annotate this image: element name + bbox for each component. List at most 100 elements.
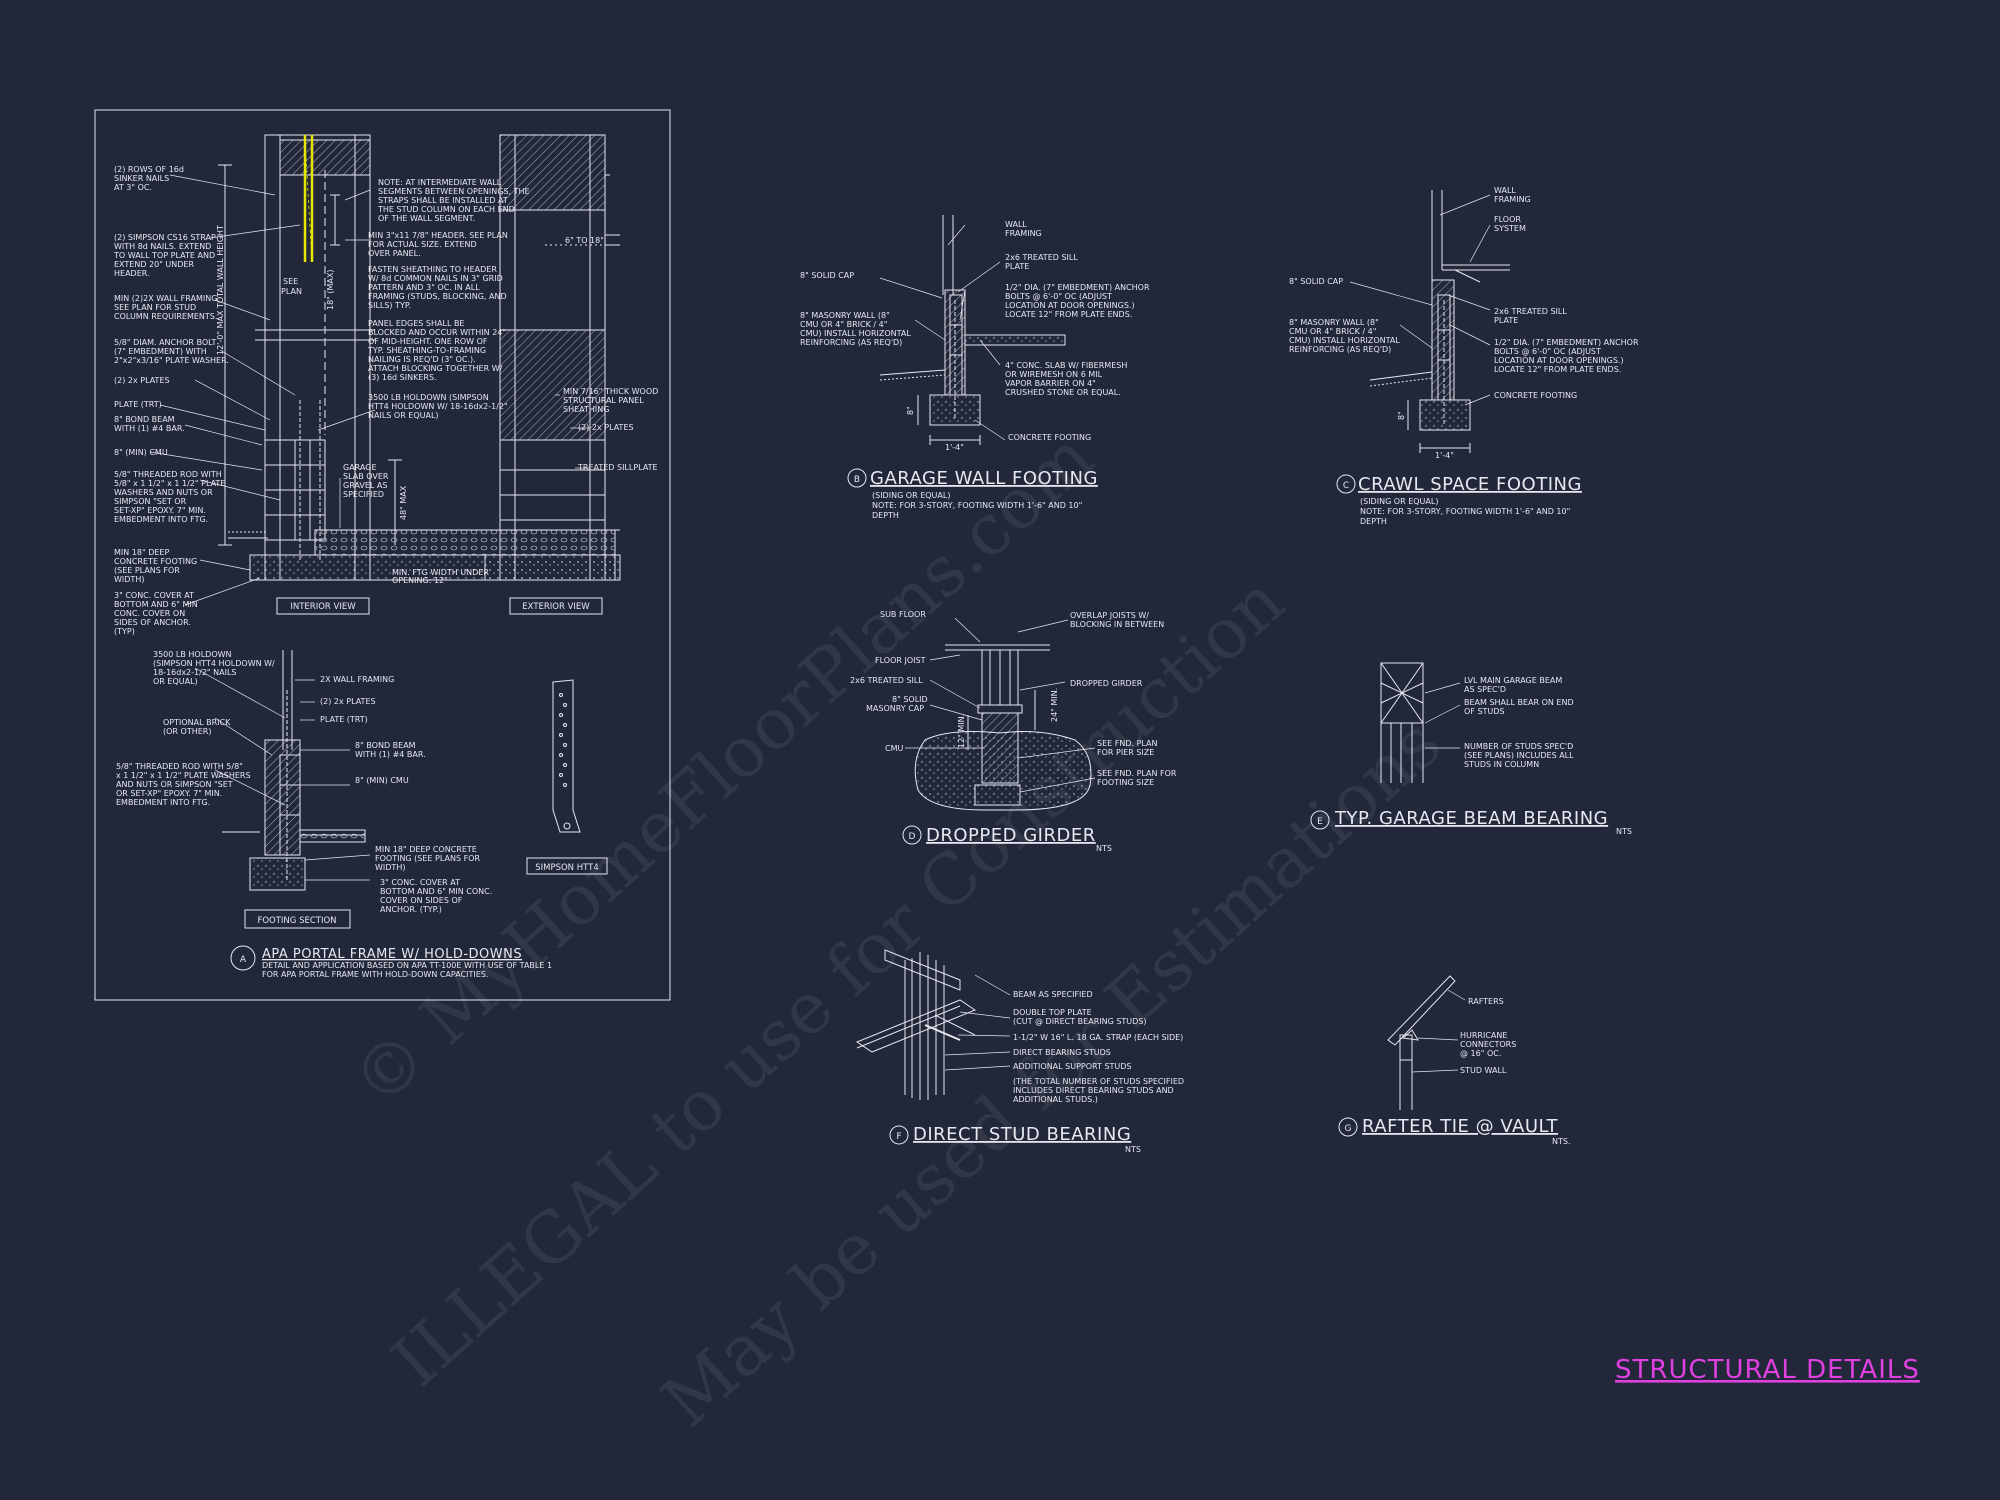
detail-a-leaders bbox=[149, 174, 590, 606]
simpson-label: SIMPSON HTT4 bbox=[535, 863, 599, 873]
detail-g bbox=[1338, 975, 1466, 1137]
detail-e-letter: E bbox=[1317, 817, 1323, 827]
detail-d-bubble bbox=[902, 825, 922, 845]
d-note-left-2: FLOOR JOIST bbox=[875, 656, 926, 665]
c-note-left-2: 8" MASONRY WALL (8" CMU OR 4" BRICK / 4"… bbox=[1289, 318, 1402, 354]
detail-e-bubble bbox=[1310, 810, 1330, 830]
detail-d-letter: D bbox=[909, 832, 916, 842]
a-min-ftg: MIN. FTG WIDTH UNDER OPENING: 12" bbox=[392, 568, 491, 585]
a-ftg-right-note-6: MIN 18" DEEP CONCRETE FOOTING (SEE PLANS… bbox=[375, 845, 483, 872]
b-note-right-3: 1/2" DIA. (7" EMBEDMENT) ANCHOR BOLTS @ … bbox=[1005, 283, 1152, 319]
a-left-note-1: (2) ROWS OF 16d SINKER NAILS AT 3" OC. bbox=[114, 165, 187, 192]
exterior-view-tag bbox=[509, 597, 603, 615]
detail-f-bubble bbox=[889, 1125, 909, 1145]
f-note-2: DOUBLE TOP PLATE (CUT @ DIRECT BEARING S… bbox=[1013, 1008, 1147, 1026]
a-dim-max-height: 12'-0" MAX TOTAL WALL HEIGHT bbox=[216, 225, 225, 355]
d-note-right-4: SEE FND. PLAN FOR FOOTING SIZE bbox=[1097, 769, 1179, 787]
exterior-view-label: EXTERIOR VIEW bbox=[522, 602, 590, 612]
interior-view-tag bbox=[276, 597, 370, 615]
detail-d-title: DROPPED GIRDER bbox=[926, 825, 1096, 846]
detail-f-text: BEAM AS SPECIFIED DOUBLE TOP PLATE (CUT … bbox=[896, 990, 1187, 1154]
a-dim-48: 48" MAX bbox=[399, 485, 408, 520]
detail-b bbox=[847, 215, 1066, 488]
detail-a-border bbox=[94, 109, 671, 1001]
b-note-left-1: 8" SOLID CAP bbox=[800, 271, 854, 280]
a-see-plan: SEE PLAN bbox=[281, 277, 302, 296]
a-mid-note-6: GARAGE SLAB OVER GRAVEL AS SPECIFIED bbox=[343, 463, 391, 499]
a-ext-note-1: MIN 7/16" THICK WOOD STRUCTURAL PANEL SH… bbox=[563, 387, 661, 414]
d-note-left-3: 2x6 TREATED SILL bbox=[850, 676, 923, 685]
b-note-right-2: 2x6 TREATED SILL PLATE bbox=[1005, 253, 1080, 271]
footing-section-drawing bbox=[222, 650, 366, 891]
b-dim-h: 8" bbox=[906, 406, 915, 415]
footing-leaders bbox=[194, 667, 371, 881]
b-note-right-4: 4" CONC. SLAB W/ FIBERMESH OR WIREMESH O… bbox=[1005, 361, 1130, 397]
detail-a-title: APA PORTAL FRAME W/ HOLD-DOWNS bbox=[262, 947, 522, 962]
a-left-note-6: PLATE (TRT) bbox=[114, 400, 162, 409]
detail-c-bubble bbox=[1336, 474, 1356, 494]
g-note-1: RAFTERS bbox=[1468, 997, 1504, 1006]
a-ftg-left-note-2: OPTIONAL BRICK (OR OTHER) bbox=[163, 718, 233, 736]
detail-g-scale: NTS. bbox=[1552, 1137, 1571, 1146]
a-left-note-5: (2) 2x PLATES bbox=[114, 376, 170, 385]
f-note-4: DIRECT BEARING STUDS bbox=[1013, 1048, 1111, 1057]
a-left-note-8: 8" (MIN) CMU bbox=[114, 448, 168, 457]
a-left-note-2: (2) SIMPSON CS16 STRAP WITH 8d NAILS. EX… bbox=[113, 233, 218, 278]
detail-g-letter: G bbox=[1345, 1124, 1352, 1134]
d-note-left-4: 8" SOLID MASONRY CAP bbox=[866, 695, 930, 713]
c-note-right-1: WALL FRAMING bbox=[1494, 186, 1531, 204]
detail-c-text: 8" SOLID CAP 8" MASONRY WALL (8" CMU OR … bbox=[1289, 186, 1639, 526]
a-mid-note-3: FASTEN SHEATHING TO HEADER W/ 8d COMMON … bbox=[368, 265, 509, 310]
detail-b-bubble bbox=[847, 468, 867, 488]
f-note-6: (THE TOTAL NUMBER OF STUDS SPECIFIED INC… bbox=[1013, 1077, 1187, 1104]
e-note-3: NUMBER OF STUDS SPEC'D (SEE PLANS) INCLU… bbox=[1464, 742, 1576, 769]
detail-f-scale: NTS bbox=[1125, 1145, 1141, 1154]
a-left-note-11: 3" CONC. COVER AT BOTTOM AND 6" MIN CONC… bbox=[114, 591, 200, 636]
f-note-5: ADDITIONAL SUPPORT STUDS bbox=[1013, 1062, 1132, 1071]
detail-a bbox=[94, 109, 671, 1001]
sheet-title: STRUCTURAL DETAILS bbox=[1615, 1355, 1920, 1385]
c-note-right-2: FLOOR SYSTEM bbox=[1494, 215, 1526, 233]
a-left-note-3: MIN (2)2X WALL FRAMING SEE PLAN FOR STUD… bbox=[114, 294, 220, 321]
a-ftg-right-note-7: 3" CONC. COVER AT BOTTOM AND 6" MIN CONC… bbox=[380, 878, 495, 914]
a-ftg-right-note-4: 8" BOND BEAM WITH (1) #4 BAR. bbox=[355, 741, 426, 759]
c-dim-w: 1'-4" bbox=[1435, 451, 1454, 460]
e-note-1: LVL MAIN GARAGE BEAM AS SPEC'D bbox=[1464, 676, 1565, 694]
a-ftg-left-note-1: 3500 LB HOLDOWN (SIMPSON HTT4 HOLDOWN W/… bbox=[153, 650, 277, 686]
f-note-3: 1-1/2" W 16" L. 18 GA. STRAP (EACH SIDE) bbox=[1013, 1033, 1183, 1042]
b-note-right-1: WALL FRAMING bbox=[1005, 220, 1042, 238]
detail-b-letter: B bbox=[854, 475, 860, 485]
detail-c bbox=[1336, 190, 1510, 494]
interior-view-label: INTERIOR VIEW bbox=[290, 602, 356, 612]
detail-a-subtitle: DETAIL AND APPLICATION BASED ON APA TT-1… bbox=[262, 961, 555, 979]
d-note-left-1: SUB FLOOR bbox=[880, 610, 926, 619]
detail-f-letter: F bbox=[896, 1132, 901, 1142]
detail-a-letter: A bbox=[240, 955, 247, 965]
d-dim-24: 24" MIN. bbox=[1050, 688, 1059, 722]
detail-e-text: LVL MAIN GARAGE BEAM AS SPEC'D BEAM SHAL… bbox=[1317, 676, 1632, 836]
a-mid-note-5: 3500 LB HOLDOWN (SIMPSON HTT4 HOLDOWN W/… bbox=[368, 393, 510, 420]
detail-b-title: GARAGE WALL FOOTING bbox=[870, 468, 1098, 489]
a-ftg-left-note-3: 5/8" THREADED ROD WITH 5/8" x 1 1/2" x 1… bbox=[116, 762, 253, 807]
e-note-2: BEAM SHALL BEAR ON END OF STUDS bbox=[1464, 698, 1576, 716]
a-dim-6to18: 6" TO 18" bbox=[565, 236, 604, 245]
detail-d-text: SUB FLOOR FLOOR JOIST 2x6 TREATED SILL 8… bbox=[850, 610, 1179, 853]
detail-c-letter: C bbox=[1343, 481, 1349, 491]
detail-g-bubble bbox=[1338, 1117, 1358, 1137]
detail-c-title: CRAWL SPACE FOOTING bbox=[1358, 474, 1582, 495]
d-note-right-2: DROPPED GIRDER bbox=[1070, 679, 1143, 688]
c-note-right-3: 2x6 TREATED SILL PLATE bbox=[1494, 307, 1569, 325]
detail-f-title: DIRECT STUD BEARING bbox=[913, 1124, 1131, 1145]
detail-g-title: RAFTER TIE @ VAULT bbox=[1362, 1116, 1559, 1137]
g-note-3: STUD WALL bbox=[1460, 1066, 1507, 1075]
c-note-left-1: 8" SOLID CAP bbox=[1289, 277, 1343, 286]
f-note-1: BEAM AS SPECIFIED bbox=[1013, 990, 1093, 999]
detail-b-text: 8" SOLID CAP 8" MASONRY WALL (8" CMU OR … bbox=[800, 220, 1152, 520]
a-ftg-right-note-3: PLATE (TRT) bbox=[320, 715, 368, 724]
detail-c-subtitle: (SIDING OR EQUAL) NOTE: FOR 3-STORY, FOO… bbox=[1360, 497, 1573, 526]
detail-d bbox=[902, 617, 1096, 845]
b-note-right-5: CONCRETE FOOTING bbox=[1008, 433, 1091, 442]
b-note-left-2: 8" MASONRY WALL (8" CMU OR 4" BRICK / 4"… bbox=[800, 311, 913, 347]
c-dim-h: 8" bbox=[1397, 411, 1406, 420]
